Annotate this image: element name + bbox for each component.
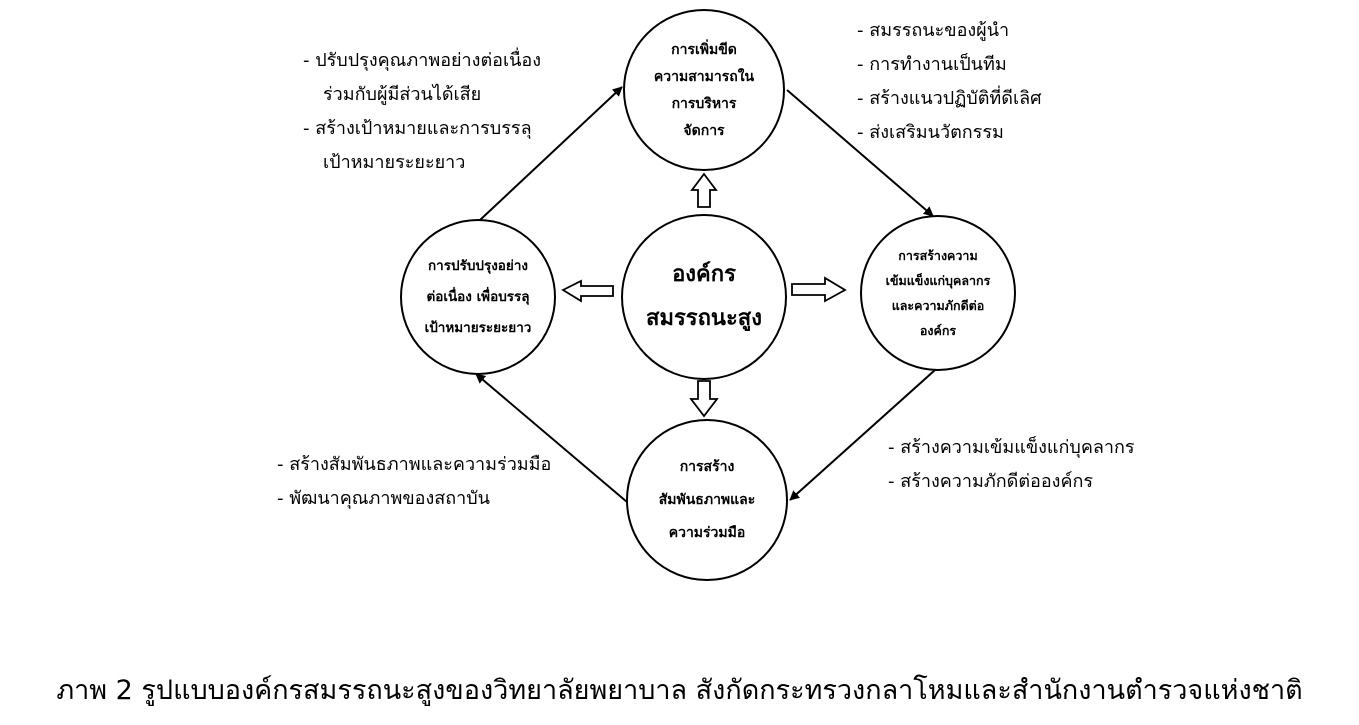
top-circle (623, 9, 785, 171)
top-node-line: ความสามารถใน (653, 69, 755, 85)
list-item: - สร้างสัมพันธภาพและความร่วมมือ (277, 454, 552, 475)
bottom-node-label: การสร้าง สัมพันธภาพและ ความร่วมมือ (632, 455, 782, 545)
hollow-arrow-up (690, 172, 718, 208)
left-node-line: การปรับปรุงอย่าง (428, 257, 528, 274)
hollow-arrow-right (791, 276, 847, 303)
right-node-label: การสร้างความ เข้มแข็งแก่บุคลากร และความภ… (868, 243, 1008, 343)
figure-caption: ภาพ 2 รูปแบบองค์กรสมรรถนะสูงของวิทยาลัยพ… (56, 675, 1303, 706)
hollow-arrow-left (561, 279, 614, 303)
list-item: - สร้างความภักดีต่อองค์กร (888, 471, 1094, 492)
bottom-right-list: - สร้างความเข้มแข็งแก่บุคลากร - สร้างควา… (888, 431, 1135, 499)
arrow-right-to-bottom (789, 369, 936, 501)
bottom-circle (626, 419, 788, 581)
center-label: องค์กร สมรรถนะสูง (624, 247, 784, 347)
list-item-continuation: เป้าหมายระยะยาว (323, 152, 466, 173)
top-node-label: การเพิ่มขีด ความสามารถใน การบริหาร จัดกา… (629, 36, 779, 146)
list-item: - การทำงานเป็นทีม (857, 54, 1007, 75)
right-node-line: การสร้างความ (898, 248, 978, 263)
list-item: - ส่งเสริมนวัตกรรม (857, 122, 1004, 143)
right-node-line: เข้มแข็งแก่บุคลากร (885, 273, 991, 288)
list-item: - ปรับปรุงคุณภาพอย่างต่อเนื่อง (303, 50, 542, 71)
list-item: - พัฒนาคุณภาพของสถาบัน (277, 488, 490, 509)
right-node-line: และความภักดีต่อ (891, 298, 985, 313)
top-node-line: การเพิ่มขีด (671, 42, 737, 58)
top-left-list: - ปรับปรุงคุณภาพอย่างต่อเนื่อง ร่วมกับผู… (303, 44, 541, 180)
arrow-bottom-to-left (475, 373, 628, 503)
list-item: - สร้างแนวปฏิบัติที่ดีเลิศ (857, 88, 1042, 109)
left-node-line: เป้าหมายระยะยาว (424, 319, 532, 336)
top-node-line: การบริหาร (671, 96, 737, 112)
top-node-line: จัดการ (683, 123, 725, 139)
top-right-list: - สมรรถนะของผู้นำ - การทำงานเป็นทีม - สร… (857, 14, 1042, 150)
bottom-left-list: - สร้างสัมพันธภาพและความร่วมมือ - พัฒนาค… (277, 448, 551, 516)
bottom-node-line: ความร่วมมือ (668, 524, 746, 541)
list-item-continuation: ร่วมกับผู้มีส่วนได้เสีย (323, 84, 482, 105)
list-item: - สมรรถนะของผู้นำ (857, 20, 1010, 41)
bottom-node-line: สัมพันธภาพและ (658, 491, 756, 508)
hollow-arrow-down (689, 380, 719, 418)
center-circle (621, 214, 787, 380)
right-node-line: องค์กร (919, 323, 957, 338)
list-item: - สร้างเป้าหมายและการบรรลุ (303, 118, 532, 139)
bottom-node-line: การสร้าง (679, 458, 735, 475)
right-circle (860, 215, 1016, 371)
center-label-line: สมรรถนะสูง (646, 306, 762, 331)
arrow-left-to-top (479, 86, 623, 221)
center-label-line: องค์กร (672, 262, 736, 287)
left-node-line: ต่อเนื่อง เพื่อบรรลุ (426, 288, 530, 305)
list-item: - สร้างความเข้มแข็งแก่บุคลากร (888, 437, 1135, 458)
left-node-label: การปรับปรุงอย่าง ต่อเนื่อง เพื่อบรรลุ เป… (406, 250, 550, 344)
arrow-top-to-right (786, 89, 934, 217)
